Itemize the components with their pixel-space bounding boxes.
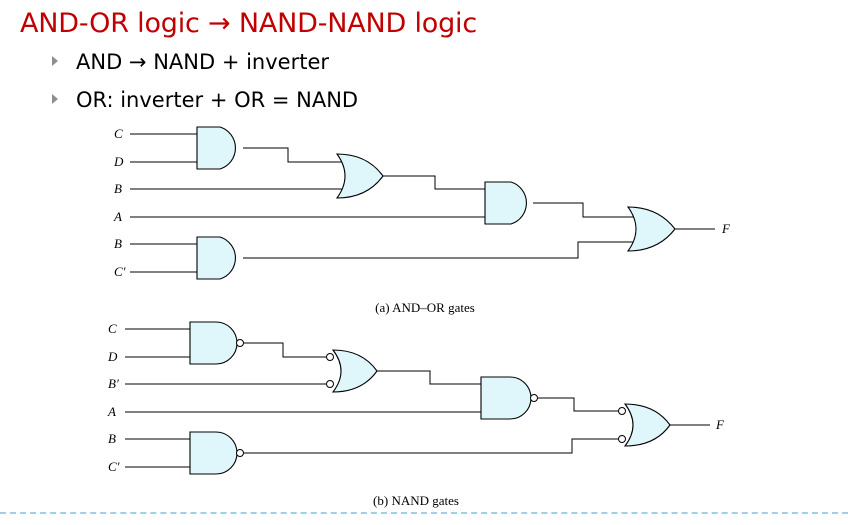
and-or-circuit: C D B A B C′ F (a) AN <box>113 126 731 315</box>
bullet-item: OR: inverter + OR = NAND <box>52 88 358 112</box>
input-label: B <box>114 236 122 251</box>
nand-circuit: C D B′ A B C′ F <box>107 321 725 508</box>
wire <box>536 397 618 412</box>
inverter-bubble <box>236 449 244 457</box>
nand-gate <box>189 431 238 475</box>
nand-gate <box>189 321 238 365</box>
or-gate-inverted-inputs <box>623 403 671 447</box>
input-label: A <box>107 404 116 419</box>
wire <box>243 147 345 163</box>
caption-nand: (b) NAND gates <box>373 493 459 508</box>
input-label: C <box>114 126 123 141</box>
input-label: D <box>107 349 118 364</box>
inverter-bubble <box>618 407 626 415</box>
wire <box>244 342 326 358</box>
output-label: F <box>715 417 725 432</box>
inverter-bubble <box>326 380 334 388</box>
and-gate <box>484 181 527 225</box>
output-label: F <box>721 221 731 236</box>
nand-gate <box>480 376 532 420</box>
inverter-bubble <box>618 435 626 443</box>
input-label: B <box>114 181 122 196</box>
caption-and-or: (a) AND–OR gates <box>375 300 475 315</box>
input-label: B <box>108 431 116 446</box>
wire <box>383 175 485 190</box>
or-gate <box>626 206 676 252</box>
wire <box>243 241 634 259</box>
or-gate <box>335 153 384 199</box>
footer-divider <box>0 512 848 514</box>
and-gate <box>196 126 236 170</box>
input-label: C′ <box>114 264 126 279</box>
inverter-bubble <box>326 353 334 361</box>
wire <box>377 370 481 385</box>
inverter-bubble <box>530 394 538 402</box>
slide-title: AND-OR logic → NAND-NAND logic <box>20 8 477 39</box>
bullet-arrow-icon <box>52 56 58 66</box>
wire <box>533 202 634 218</box>
input-label: D <box>113 154 124 169</box>
bullet-text: AND → NAND + inverter <box>76 50 330 74</box>
bullet-arrow-icon <box>52 94 58 104</box>
bullet-item: AND → NAND + inverter <box>52 50 329 74</box>
input-label: C <box>108 321 117 336</box>
input-label: C′ <box>108 459 120 474</box>
wire <box>244 438 618 454</box>
bullet-text: OR: inverter + OR = NAND <box>76 88 359 112</box>
or-gate-inverted-inputs <box>331 349 378 393</box>
and-gate <box>196 236 236 280</box>
inverter-bubble <box>236 339 244 347</box>
input-label: A <box>113 209 122 224</box>
input-label: B′ <box>108 376 119 391</box>
